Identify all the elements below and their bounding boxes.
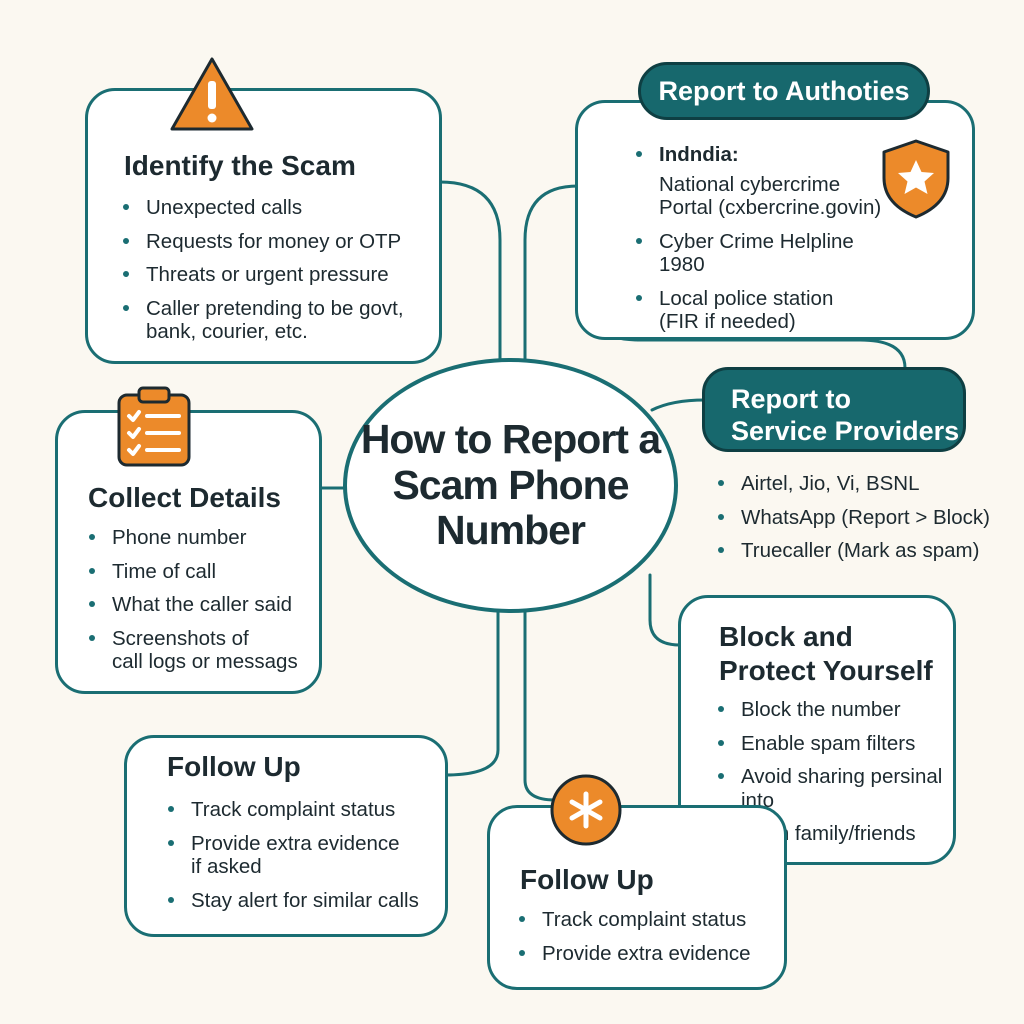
service-providers-list-box: Airtel, Jio, Vi, BSNL WhatsApp (Report >… bbox=[705, 462, 1005, 577]
list-item-line: Portal (cxbercrine.govin) bbox=[659, 196, 882, 220]
follow-up-left-card: Follow Up Track complaint status Provide… bbox=[124, 735, 448, 937]
list-item: Airtel, Jio, Vi, BSNL bbox=[715, 472, 1005, 496]
follow-up-bottom-card: Follow Up Track complaint status Provide… bbox=[487, 805, 787, 990]
authorities-list: Indndia: National cybercrime Portal (cxb… bbox=[633, 143, 903, 344]
list-item-line: Indndia: bbox=[659, 143, 739, 166]
list-item-line: Avoid sharing persinal bbox=[741, 765, 943, 789]
identify-scam-list: Unexpected calls Requests for money or O… bbox=[120, 196, 435, 354]
service-providers-pill-line: Report to bbox=[731, 384, 851, 414]
list-item: Requests for money or OTP bbox=[120, 230, 435, 254]
clipboard-checklist-icon bbox=[115, 385, 193, 474]
connector-authorities bbox=[523, 184, 580, 374]
list-item-line: Screenshots of bbox=[112, 626, 249, 650]
list-item: Stay alert for similar calls bbox=[165, 889, 445, 913]
warning-icon bbox=[168, 55, 256, 138]
block-protect-title-line: Protect Yourself bbox=[719, 654, 933, 686]
connector-followup-bottom bbox=[523, 610, 557, 802]
list-item: Phone number bbox=[86, 526, 318, 550]
list-item: Provide extra evidence bbox=[516, 942, 786, 966]
service-providers-pill-line: Service Providers bbox=[731, 416, 960, 447]
central-topic-node: How to Report a Scam Phone Number bbox=[343, 358, 678, 613]
list-item-line: bank, courier, etc. bbox=[146, 320, 308, 344]
list-item: Provide extra evidence if asked bbox=[165, 832, 445, 879]
follow-up-left-title: Follow Up bbox=[167, 751, 301, 782]
list-item-line: (FIR if needed) bbox=[659, 310, 796, 334]
list-item: Caller pretending to be govt, bank, cour… bbox=[120, 297, 435, 344]
list-item: Track complaint status bbox=[165, 798, 445, 822]
block-protect-title: Block and Protect Yourself bbox=[719, 620, 933, 687]
list-item: Time of call bbox=[86, 560, 318, 584]
list-item: What the caller said bbox=[86, 593, 318, 617]
list-item-line: if asked bbox=[191, 855, 262, 879]
list-item: Track complaint status bbox=[516, 908, 786, 932]
list-item: Screenshots of call logs or messags bbox=[86, 627, 318, 674]
block-protect-title-line: Block and bbox=[719, 621, 853, 652]
list-item: Truecaller (Mark as spam) bbox=[715, 539, 1005, 563]
list-item-line: call logs or messags bbox=[112, 650, 298, 674]
follow-up-bottom-list: Track complaint status Provide extra evi… bbox=[516, 908, 786, 975]
list-item: Indndia: National cybercrime Portal (cxb… bbox=[633, 143, 903, 220]
list-item-line: National cybercrime bbox=[659, 172, 841, 196]
authorities-pill-label: Report to Authoties bbox=[658, 75, 910, 106]
identify-scam-card: Identify the Scam Unexpected calls Reque… bbox=[85, 88, 442, 364]
follow-up-left-list: Track complaint status Provide extra evi… bbox=[165, 798, 445, 922]
asterisk-icon bbox=[548, 772, 624, 853]
identify-scam-title: Identify the Scam bbox=[124, 150, 356, 181]
list-item-line: Provide extra evidence bbox=[191, 831, 400, 855]
list-item: Local police station (FIR if needed) bbox=[633, 287, 903, 334]
collect-details-title: Collect Details bbox=[88, 482, 281, 513]
list-item: Threats or urgent pressure bbox=[120, 263, 435, 287]
list-item: Cyber Crime Helpline 1980 bbox=[633, 230, 903, 277]
list-item: WhatsApp (Report > Block) bbox=[715, 506, 1005, 530]
service-providers-list: Airtel, Jio, Vi, BSNL WhatsApp (Report >… bbox=[715, 472, 1005, 573]
connector-block bbox=[648, 573, 682, 647]
connector-followup-left bbox=[443, 606, 500, 777]
list-item-line: Caller pretending to be govt, bbox=[146, 296, 404, 320]
collect-details-list: Phone number Time of call What the calle… bbox=[86, 526, 318, 684]
list-item: Unexpected calls bbox=[120, 196, 435, 220]
list-item: Block the number bbox=[715, 698, 953, 722]
service-providers-pill: Report to Service Providers bbox=[702, 367, 966, 452]
shield-star-icon bbox=[880, 138, 952, 225]
authorities-pill: Report to Authoties bbox=[638, 62, 930, 120]
central-topic-title: How to Report a Scam Phone Number bbox=[360, 415, 661, 554]
connector-identify bbox=[438, 180, 502, 374]
list-item-line: Local police station bbox=[659, 286, 834, 310]
connector-providers bbox=[650, 398, 707, 412]
follow-up-bottom-title: Follow Up bbox=[520, 864, 654, 895]
list-item: Enable spam filters bbox=[715, 732, 953, 756]
